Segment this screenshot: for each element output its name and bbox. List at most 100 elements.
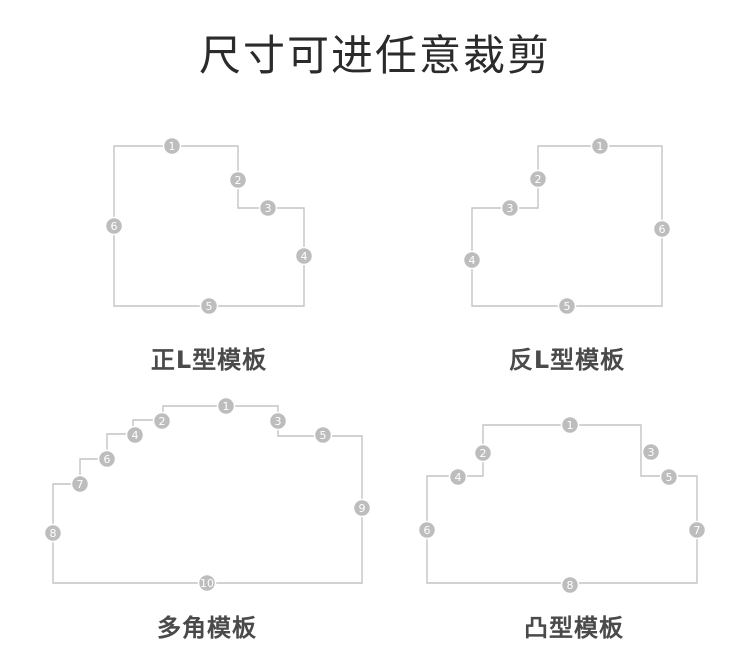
marker-number: 4 [469, 254, 476, 267]
marker-circle [590, 136, 610, 156]
marker-circle [313, 425, 333, 445]
template-label-convex: 凸型模板 [524, 614, 624, 642]
template-label-polygon: 多角模板 [157, 614, 257, 642]
template-shape-convex: 1 2 3 4 5 6 7 8 [417, 415, 707, 595]
marker-number: 7 [694, 524, 701, 537]
marker-number: 5 [666, 471, 673, 484]
marker-number: 5 [320, 429, 327, 442]
marker-number: 1 [223, 400, 230, 413]
marker-circle [528, 169, 548, 189]
marker-number: 2 [535, 173, 542, 186]
marker-circle [152, 411, 172, 431]
marker-number: 3 [648, 446, 655, 459]
marker-circle [417, 520, 437, 540]
edge-marker: 3 [258, 198, 278, 218]
marker-circle [268, 411, 288, 431]
marker-number: 4 [132, 429, 139, 442]
edge-marker: 8 [560, 575, 580, 595]
markers-convex: 1 2 3 4 5 6 7 8 [417, 415, 707, 595]
marker-circle [104, 216, 124, 236]
marker-circle [97, 449, 117, 469]
edge-marker: 1 [560, 415, 580, 435]
marker-circle [199, 296, 219, 316]
marker-circle [500, 198, 520, 218]
marker-number: 1 [567, 419, 574, 432]
marker-circle [641, 442, 661, 462]
marker-number: 1 [169, 140, 176, 153]
marker-number: 4 [455, 471, 462, 484]
edge-marker: 6 [417, 520, 437, 540]
marker-circle [228, 170, 248, 190]
marker-circle [560, 575, 580, 595]
marker-circle [448, 467, 468, 487]
marker-number: 2 [235, 174, 242, 187]
edge-marker: 4 [448, 467, 468, 487]
marker-number: 7 [77, 478, 84, 491]
marker-circle [560, 415, 580, 435]
template-label-normal-l: 正L型模板 [150, 346, 268, 374]
edge-marker: 9 [352, 498, 372, 518]
marker-number: 4 [301, 250, 308, 263]
marker-number: 1 [597, 140, 604, 153]
edge-marker: 3 [500, 198, 520, 218]
edge-marker: 3 [268, 411, 288, 431]
marker-number: 3 [507, 202, 514, 215]
markers-polygon: 1 2 3 4 5 6 7 8 9 10 [43, 396, 372, 593]
marker-circle [462, 250, 482, 270]
edge-marker: 2 [473, 443, 493, 463]
marker-circle [43, 523, 63, 543]
edge-marker: 4 [294, 246, 314, 266]
marker-number: 6 [111, 220, 118, 233]
edge-marker: 7 [687, 520, 707, 540]
edge-marker: 7 [70, 474, 90, 494]
marker-number: 8 [50, 527, 57, 540]
marker-number: 2 [480, 447, 487, 460]
marker-circle [652, 219, 672, 239]
marker-number: 6 [104, 453, 111, 466]
marker-circle [162, 136, 182, 156]
template-shape-normal-l: 1 2 3 4 5 6 [104, 136, 314, 316]
edge-marker: 2 [228, 170, 248, 190]
page-title: 尺寸可进任意裁剪 [198, 31, 551, 80]
edge-marker: 2 [152, 411, 172, 431]
edge-marker: 4 [125, 425, 145, 445]
marker-circle [70, 474, 90, 494]
edge-marker: 1 [216, 396, 236, 416]
edge-marker: 3 [641, 442, 661, 462]
template-shape-reverse-l: 1 2 3 4 5 6 [462, 136, 672, 316]
edge-marker: 4 [462, 250, 482, 270]
edge-marker: 6 [104, 216, 124, 236]
markers-normal-l: 1 2 3 4 5 6 [104, 136, 314, 316]
edge-marker: 2 [528, 169, 548, 189]
outline-reverse-l [471, 145, 663, 307]
edge-marker: 6 [652, 219, 672, 239]
marker-circle [687, 520, 707, 540]
marker-circle [125, 425, 145, 445]
marker-number: 5 [206, 300, 213, 313]
marker-number: 8 [567, 579, 574, 592]
template-label-reverse-l: 反L型模板 [508, 346, 626, 374]
marker-number: 6 [424, 524, 431, 537]
marker-circle [258, 198, 278, 218]
marker-number: 3 [265, 202, 272, 215]
edge-marker: 6 [97, 449, 117, 469]
outline-normal-l [113, 145, 305, 307]
marker-circle [659, 467, 679, 487]
marker-circle [352, 498, 372, 518]
marker-circle [473, 443, 493, 463]
marker-number: 10 [200, 577, 214, 590]
marker-circle [294, 246, 314, 266]
edge-marker: 5 [557, 296, 577, 316]
marker-circle [216, 396, 236, 416]
marker-number: 2 [159, 415, 166, 428]
marker-number: 5 [564, 300, 571, 313]
marker-number: 6 [659, 223, 666, 236]
marker-number: 9 [359, 502, 366, 515]
marker-number: 3 [275, 415, 282, 428]
edge-marker: 5 [199, 296, 219, 316]
edge-marker: 1 [162, 136, 182, 156]
edge-marker: 5 [659, 467, 679, 487]
marker-circle [557, 296, 577, 316]
edge-marker: 10 [197, 573, 217, 593]
